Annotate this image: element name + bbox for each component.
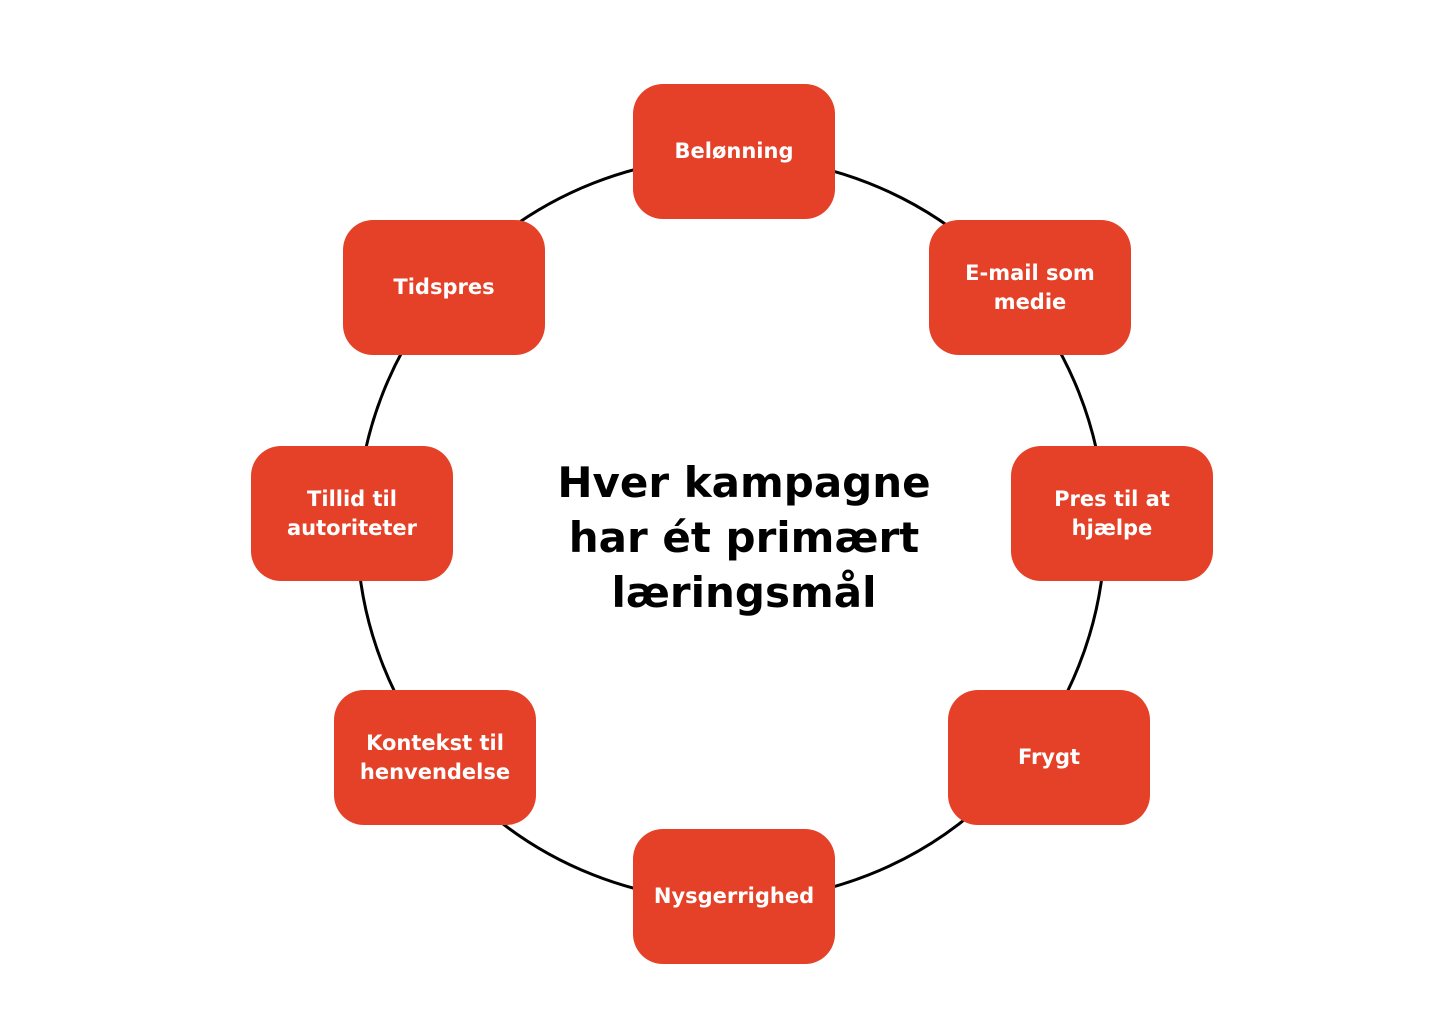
node-belonning-label: Belønning [674, 139, 794, 163]
node-tidspres: Tidspres [343, 220, 545, 355]
center-title: Hver kampagne har ét primært læringsmål [557, 458, 931, 617]
node-belonning: Belønning [633, 84, 835, 219]
node-tillid-til-autoriteter: Tillid til autoriteter [251, 446, 453, 581]
node-frygt-label: Frygt [1017, 745, 1081, 769]
node-tillid-til-autoriteter-label: Tillid til autoriteter [286, 486, 418, 540]
node-tidspres-label: Tidspres [393, 275, 495, 299]
node-email-som-medie-label: E-mail som medie [965, 260, 1095, 314]
node-pres-til-at-hjaelpe: Pres til at hjælpe [1011, 446, 1213, 581]
node-email-som-medie: E-mail som medie [929, 220, 1131, 355]
node-nysgerrighed: Nysgerrighed [633, 829, 835, 964]
node-frygt: Frygt [948, 690, 1150, 825]
node-kontekst-til-henvendelse: Kontekst til henvendelse [334, 690, 536, 825]
node-pres-til-at-hjaelpe-label: Pres til at hjælpe [1054, 486, 1170, 540]
node-nysgerrighed-label: Nysgerrighed [653, 884, 815, 908]
node-kontekst-til-henvendelse-label: Kontekst til henvendelse [359, 730, 511, 784]
